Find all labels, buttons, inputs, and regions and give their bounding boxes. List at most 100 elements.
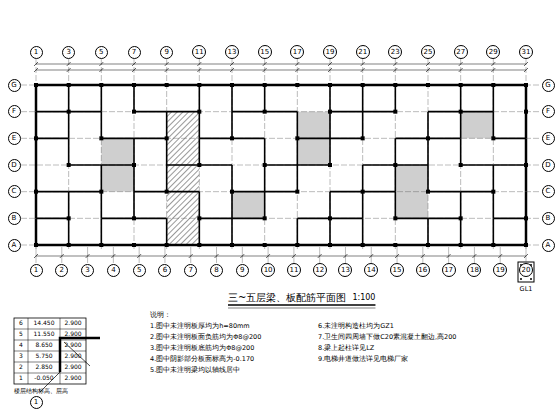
table-frame — [14, 318, 86, 384]
column — [295, 190, 299, 194]
column — [524, 216, 528, 220]
floor-table — [14, 318, 86, 384]
axis-bubble: 19 — [323, 45, 337, 59]
axis-line — [21, 165, 541, 166]
beam — [493, 84, 526, 87]
column — [328, 110, 332, 114]
beam — [166, 165, 168, 192]
column — [165, 190, 169, 194]
axis-bubble: 15 — [258, 45, 272, 59]
beam — [329, 138, 331, 165]
beam — [427, 112, 429, 139]
beam — [330, 191, 363, 193]
dimension-tick — [292, 254, 296, 258]
beam — [133, 138, 135, 165]
dimension-tick — [165, 68, 169, 72]
axis-bubble: 2 — [55, 264, 68, 277]
axis-line — [330, 59, 331, 249]
beam — [133, 85, 135, 112]
axis-line — [21, 191, 541, 192]
column — [295, 243, 299, 247]
axis-number: 16 — [418, 267, 427, 274]
column — [361, 190, 365, 194]
beam — [231, 165, 233, 192]
beam — [101, 218, 103, 245]
beam — [199, 218, 232, 220]
dimension-tick — [163, 254, 167, 258]
beam — [460, 138, 462, 165]
dimension-line — [36, 70, 526, 71]
beam — [101, 165, 103, 192]
beam — [265, 84, 298, 87]
column — [263, 110, 267, 114]
column — [263, 83, 267, 87]
axis-number: 25 — [424, 49, 433, 56]
note: 6.未注明构造柱均为GZ1 — [318, 323, 394, 330]
axis-number: 21 — [358, 49, 367, 56]
beam — [36, 84, 69, 87]
beam — [363, 191, 396, 193]
axis-number: 23 — [391, 49, 400, 56]
beam — [428, 111, 461, 113]
dimension-tick — [447, 254, 451, 258]
beam — [427, 218, 429, 245]
table-cell: 2.900 — [64, 342, 81, 349]
axis-bubble: 27 — [454, 45, 468, 59]
column — [524, 110, 528, 114]
beam — [101, 218, 134, 220]
column — [524, 243, 528, 247]
axis-bubble: 13 — [225, 45, 239, 59]
beam — [265, 164, 298, 166]
axis-number: 10 — [264, 267, 273, 274]
axis-line — [474, 247, 475, 263]
column — [426, 243, 430, 247]
beam — [69, 111, 102, 113]
dimension-tick — [263, 62, 267, 66]
beam — [460, 85, 462, 112]
beam — [101, 244, 134, 247]
axis-line — [21, 111, 541, 112]
axis-number: 29 — [489, 49, 498, 56]
dimension-tick — [132, 68, 136, 72]
axis-bubble: 10 — [261, 263, 275, 277]
beam — [395, 164, 428, 166]
table-cell: 2.900 — [64, 364, 81, 371]
beam — [362, 85, 364, 112]
beam — [232, 111, 265, 113]
stair-hatch — [167, 112, 200, 245]
dimension-tick — [34, 68, 38, 72]
dimension-tick — [395, 254, 399, 258]
axis-bubble: 8 — [210, 264, 223, 277]
beam — [231, 218, 233, 245]
beam — [428, 191, 461, 193]
beam — [493, 218, 495, 245]
column — [361, 83, 365, 87]
axis-bubble: E — [8, 132, 21, 145]
column — [263, 243, 267, 247]
axis-number: 5 — [99, 49, 103, 56]
dimension-tick — [60, 254, 64, 258]
beam — [101, 138, 134, 140]
axis-bubble: 11 — [287, 263, 301, 277]
column — [34, 190, 38, 194]
column — [328, 163, 332, 167]
lowered-slab — [461, 112, 494, 139]
note: 4.图中阴影部分板面标高为-0.170 — [150, 356, 254, 363]
axis-number: G — [11, 82, 16, 89]
column — [459, 83, 463, 87]
axis-line — [268, 247, 269, 263]
dimension-tick — [491, 68, 495, 72]
beam — [493, 192, 495, 219]
drawing-title: 三~五层梁、板配筋平面图 — [228, 292, 346, 303]
beam — [36, 244, 69, 247]
axis-line — [319, 247, 320, 263]
beam — [35, 138, 38, 165]
beam — [68, 138, 70, 165]
axis-number: 1 — [34, 399, 38, 406]
axis-number: 12 — [315, 267, 324, 274]
axis-bubble: 23 — [388, 45, 402, 59]
column — [426, 83, 430, 87]
beam — [395, 218, 428, 220]
axis-bubble: 29 — [486, 45, 500, 59]
